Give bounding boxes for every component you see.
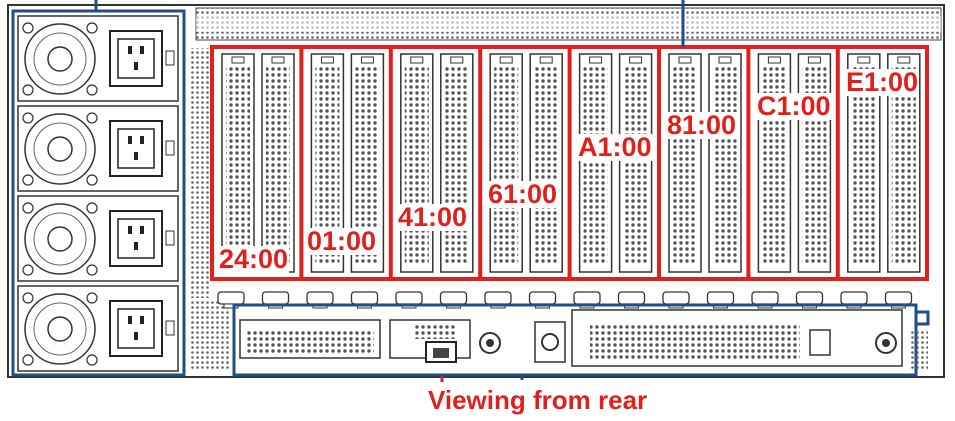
pcie-slot-bracket [440,53,474,273]
slot-latch [617,291,646,305]
slot-label: 24:00 [218,244,290,274]
pcie-slot-bracket [529,53,563,273]
power-supply-unit [17,105,179,192]
pcie-slot-bracket [261,53,295,273]
pcie-slot-bracket [578,53,613,273]
slot-latch [751,291,779,305]
slot-latch [395,291,423,305]
slot-latch [484,291,512,305]
power-supply-unit [17,195,179,282]
side-vent [190,48,210,298]
pcie-slot-bracket [797,53,832,273]
pcie-slot-bracket [618,53,653,273]
slot-latch [840,291,868,305]
slot-label: C1:00 [756,91,832,121]
slot-latch [573,291,601,305]
slot-latch [217,291,245,305]
pcie-slot-bracket [708,53,742,273]
slot-label: 61:00 [487,179,559,209]
pcie-slot-bracket [400,53,434,273]
slot-latch [350,291,379,305]
psu-bay-callout [11,9,186,377]
pcie-slot-bracket [757,53,792,273]
id-led-callout [914,310,930,326]
pcie-slot-bracket [668,53,702,273]
slot-latch [439,291,468,305]
slot-latch [706,291,735,305]
slot-latch [884,291,913,305]
power-supply-unit [17,285,179,372]
slot-label: 01:00 [306,226,378,256]
pcie-slot-bracket [489,53,523,273]
slot-latch [306,291,334,305]
slot-label: 41:00 [397,202,469,232]
slot-latch [261,291,290,305]
diagram-caption: Viewing from rear [428,385,648,415]
slot-label: E1:00 [845,67,920,97]
lower-left-vent [190,300,230,370]
slot-latch [528,291,557,305]
pcie-slot-bracket [887,53,921,273]
slot-latch [662,291,690,305]
power-supply-unit [17,15,179,102]
pcie-slot-bracket [221,53,255,273]
slot-label: A1:00 [577,132,653,162]
slot-label: 81:00 [666,110,738,140]
slot-latch [795,291,824,305]
